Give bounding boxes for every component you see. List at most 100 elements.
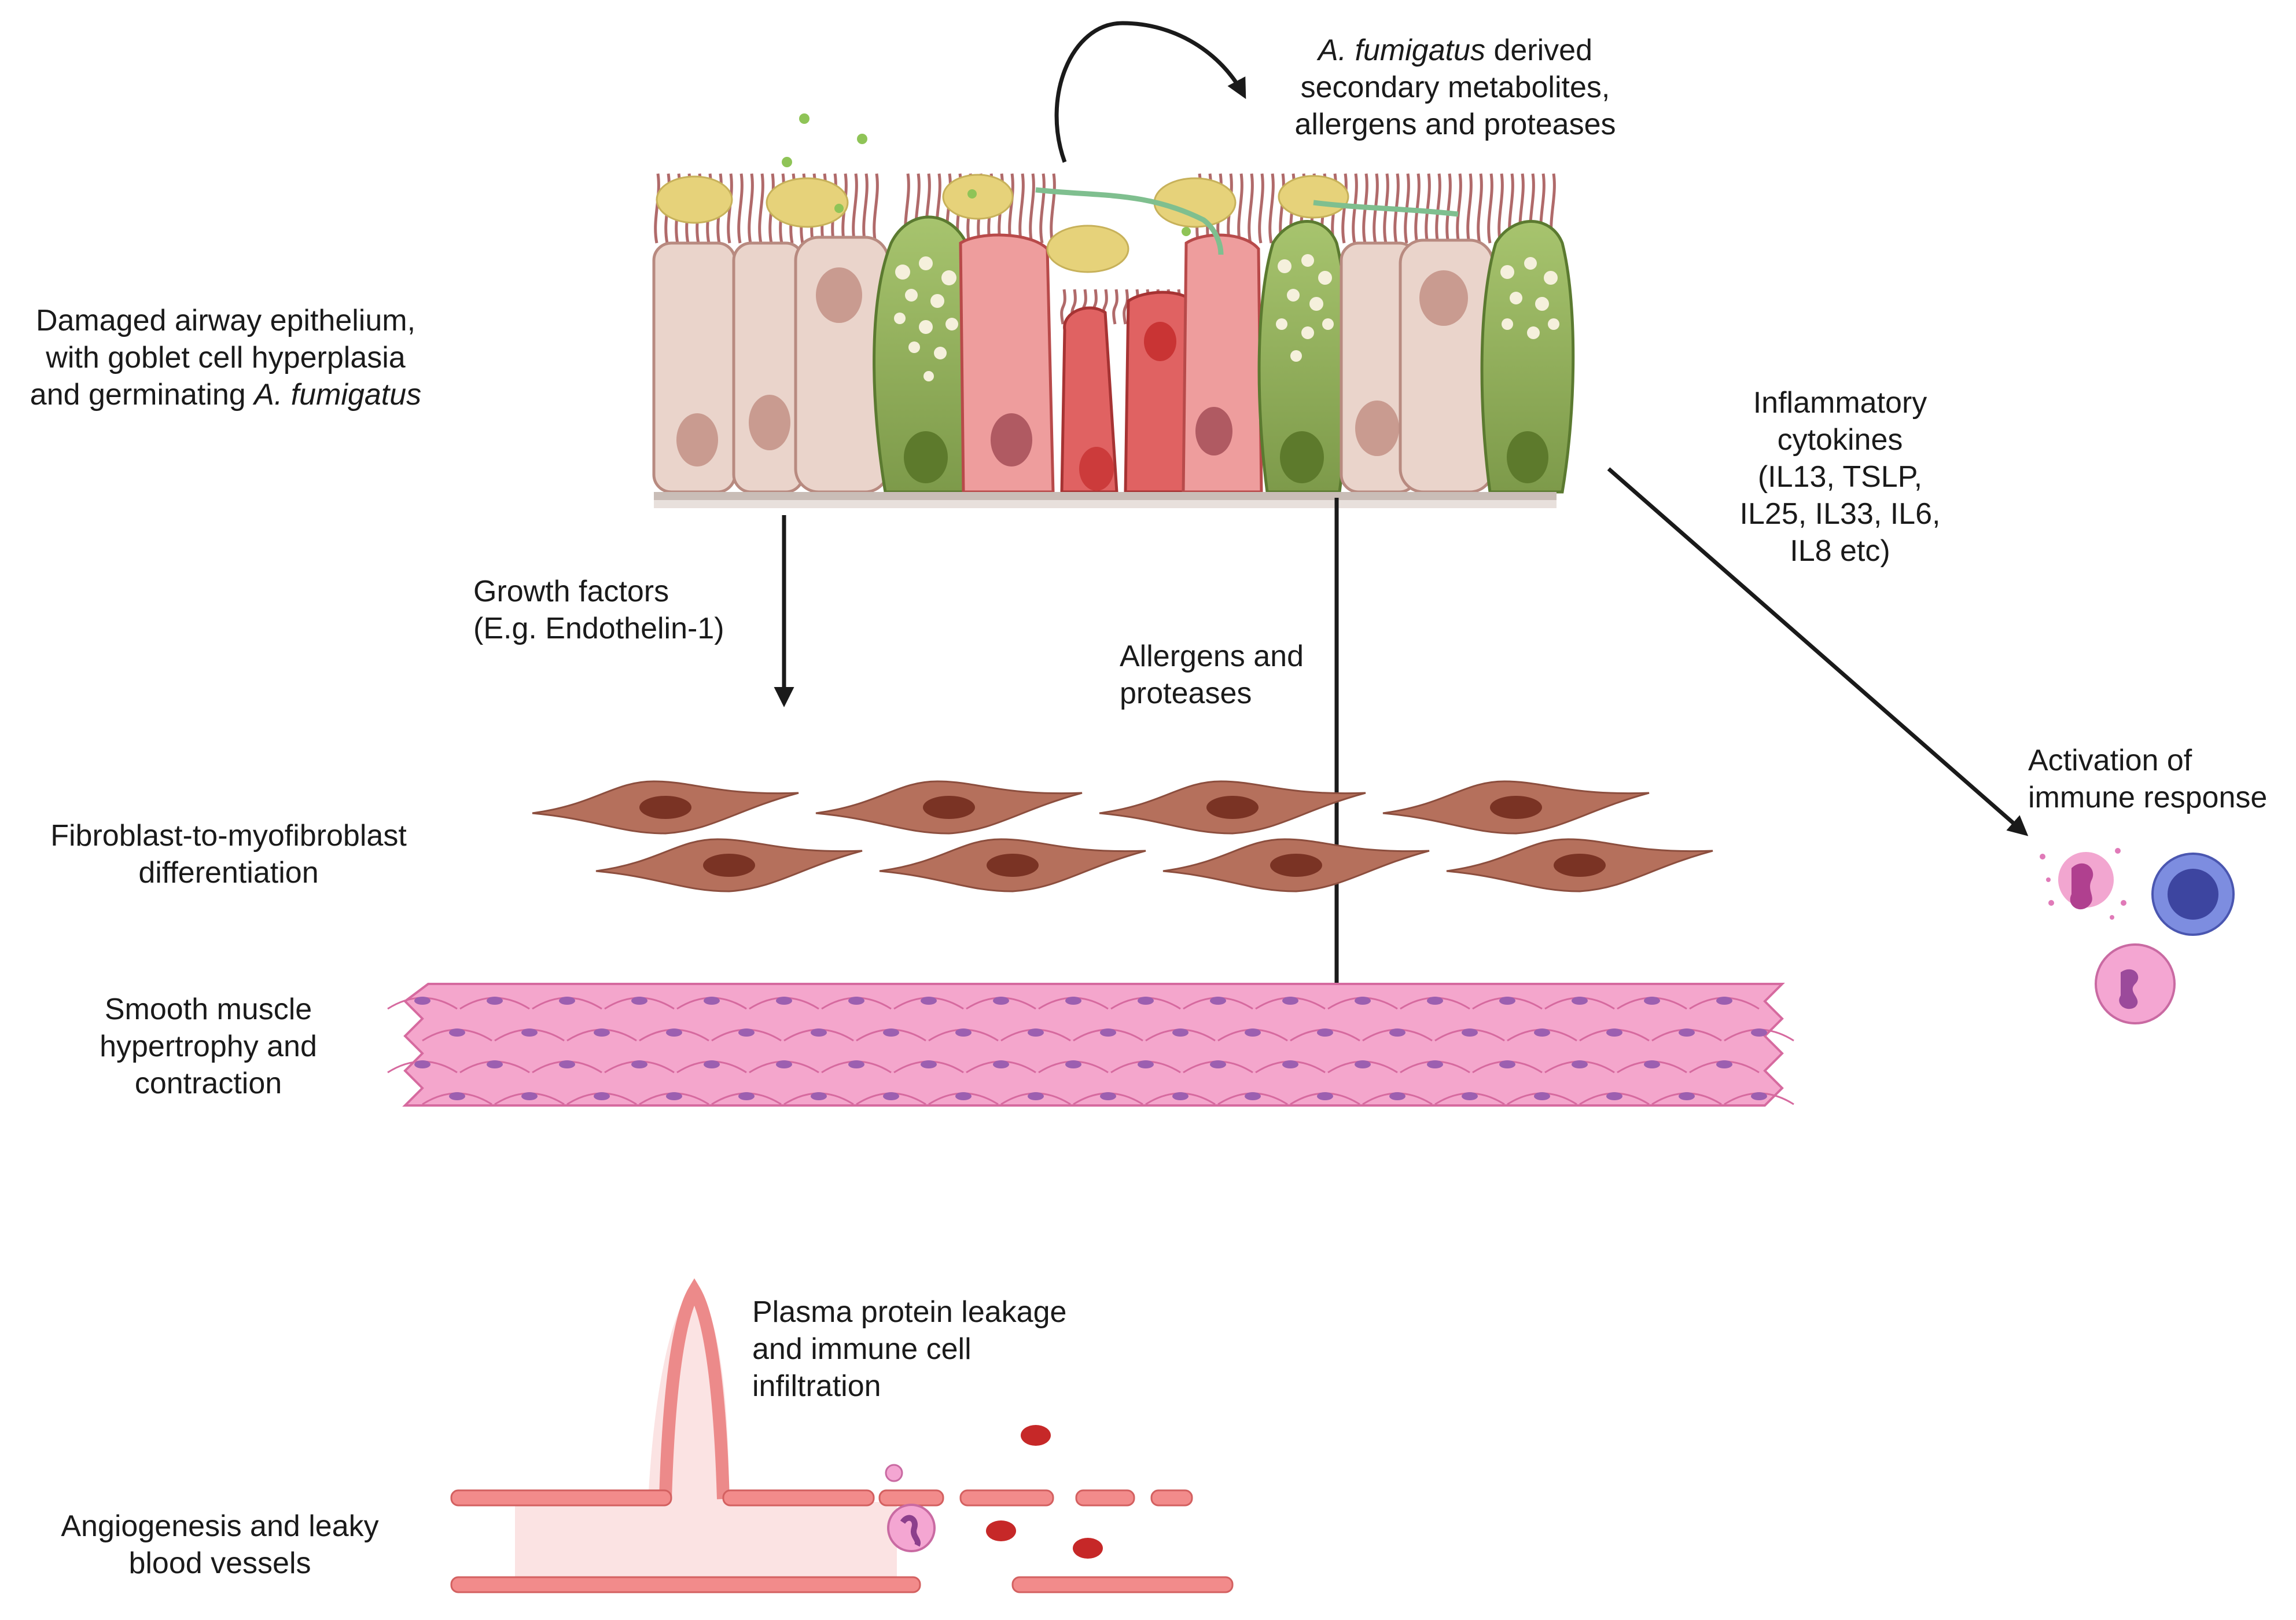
immune-label: Activation of immune response — [2028, 742, 2267, 816]
cilium — [852, 173, 858, 244]
neutrophil — [2095, 943, 2176, 1024]
angiogenesis-label: Angiogenesis and leaky blood vessels — [35, 1508, 405, 1582]
basement-membrane — [654, 492, 1557, 508]
growth-factors-line1: Growth factors — [473, 575, 669, 608]
cilium — [1123, 289, 1129, 325]
plasma-label: Plasma protein leakage and immune cell i… — [752, 1294, 1066, 1405]
smooth-muscle-nucleus — [666, 1028, 682, 1037]
cilium — [873, 173, 879, 244]
angiogenesis-line2: blood vessels — [128, 1546, 311, 1580]
germinating-hyphae — [1035, 187, 1459, 255]
cilium — [1008, 173, 1014, 244]
ciliated-cell — [652, 241, 737, 494]
smooth-muscle-nucleus — [1065, 1060, 1081, 1068]
cilium — [1487, 173, 1493, 244]
fibroblast-label: Fibroblast-to-myofibroblast differentiat… — [23, 817, 434, 891]
smooth-muscle-nucleus — [955, 1028, 972, 1037]
smooth-muscle-nucleus — [487, 997, 503, 1005]
smooth-muscle-nucleus — [1210, 997, 1226, 1005]
ciliated-cell — [794, 236, 890, 494]
smooth-muscle-nucleus — [1028, 1092, 1044, 1100]
smooth-muscle-nucleus — [1355, 1060, 1371, 1068]
smooth-muscle-nucleus — [1100, 1092, 1116, 1100]
red-blood-cell — [986, 1425, 1103, 1559]
smooth-muscle-nucleus — [704, 997, 720, 1005]
cilium — [862, 173, 869, 244]
smooth-muscle-nucleus — [631, 1060, 647, 1068]
smooth-muscle-nucleus — [811, 1028, 827, 1037]
smooth-muscle-nucleus — [1534, 1092, 1550, 1100]
smooth-muscle-nucleus — [1499, 997, 1515, 1005]
cilium — [1435, 173, 1441, 244]
metabolites-line3: allergens and proteases — [1294, 108, 1616, 141]
smooth-muscle-nucleus — [776, 997, 792, 1005]
cytokines-line5: IL8 etc) — [1790, 534, 1890, 568]
metabolites-label: A. fumigatus derived secondary metabolit… — [1256, 32, 1655, 143]
cilium — [1425, 173, 1431, 244]
lymphocyte — [2151, 853, 2235, 936]
growth-factors-line2: (E.g. Endothelin-1) — [473, 612, 724, 645]
cilium — [1445, 173, 1452, 244]
goblet-cell — [873, 215, 984, 494]
cilium — [1456, 173, 1462, 244]
smooth-muscle-nucleus — [1138, 1060, 1154, 1068]
cilium — [1112, 289, 1118, 325]
smooth-muscle-nucleus — [1245, 1092, 1261, 1100]
cytokines-line1: Inflammatory — [1753, 386, 1927, 420]
smooth-muscle-nucleus — [993, 997, 1009, 1005]
cilium — [1050, 173, 1056, 244]
smooth-muscle-nucleus — [1210, 1060, 1226, 1068]
smooth-muscle-nucleus — [1499, 1060, 1515, 1068]
smooth-muscle-nucleus — [848, 997, 864, 1005]
damaged-cell — [1060, 306, 1118, 494]
secreted-metabolites — [782, 113, 1191, 236]
metabolites-italic: A. fumigatus — [1318, 34, 1486, 67]
smooth-muscle-line3: contraction — [134, 1067, 282, 1100]
cilium — [1466, 173, 1473, 244]
cilium — [1248, 173, 1254, 244]
cilium — [1477, 173, 1483, 244]
cilium — [758, 173, 764, 244]
damaged-cell — [1124, 291, 1194, 494]
smooth-muscle-nucleus — [1751, 1092, 1767, 1100]
smooth-muscle-nucleus — [1100, 1028, 1116, 1037]
smooth-muscle-nucleus — [449, 1092, 465, 1100]
damaged-cell — [959, 233, 1055, 494]
smooth-muscle-nucleus — [1317, 1092, 1333, 1100]
cilium — [1060, 289, 1066, 325]
smooth-muscle-nucleus — [1245, 1028, 1261, 1037]
cilium — [1258, 173, 1264, 244]
ciliated-cell — [732, 241, 805, 494]
smooth-muscle-nucleus — [414, 1060, 430, 1068]
smooth-muscle-nucleus — [666, 1092, 682, 1100]
smooth-muscle-nucleus — [921, 1060, 937, 1068]
myofibroblast — [1446, 838, 1713, 892]
immune-cells — [2040, 848, 2235, 1024]
smooth-muscle-nucleus — [1427, 997, 1443, 1005]
smooth-muscle-nucleus — [1389, 1028, 1405, 1037]
smooth-muscle-nucleus — [776, 1060, 792, 1068]
smooth-muscle-nucleus — [1282, 1060, 1298, 1068]
smooth-muscle-nucleus — [559, 1060, 575, 1068]
mast-cell — [2040, 848, 2126, 920]
immune-line1: Activation of — [2028, 744, 2192, 777]
smooth-muscle-nucleus — [1572, 997, 1588, 1005]
smooth-muscle-nucleus — [1462, 1028, 1478, 1037]
fibroblast-line2: differentiation — [138, 856, 319, 890]
smooth-muscle-nucleus — [811, 1092, 827, 1100]
smooth-muscle-nucleus — [1679, 1028, 1695, 1037]
allergens-label: Allergens and proteases — [1120, 638, 1304, 712]
smooth-muscle-label: Smooth muscle hypertrophy and contractio… — [58, 991, 359, 1102]
smooth-muscle-nucleus — [1172, 1028, 1189, 1037]
metabolite-release-arrow — [1054, 21, 1246, 163]
myofibroblast — [1382, 780, 1650, 835]
smooth-muscle-nucleus — [1606, 1028, 1622, 1037]
cytokines-line4: IL25, IL33, IL6, — [1739, 497, 1941, 531]
smooth-muscle-nucleus — [1282, 997, 1298, 1005]
cilium — [654, 173, 660, 244]
epithelium-line3-prefix: and germinating — [30, 378, 255, 412]
epithelium-line1: Damaged airway epithelium, — [35, 304, 416, 337]
plasma-line2: and immune cell — [752, 1332, 972, 1366]
myofibroblast — [879, 838, 1146, 892]
